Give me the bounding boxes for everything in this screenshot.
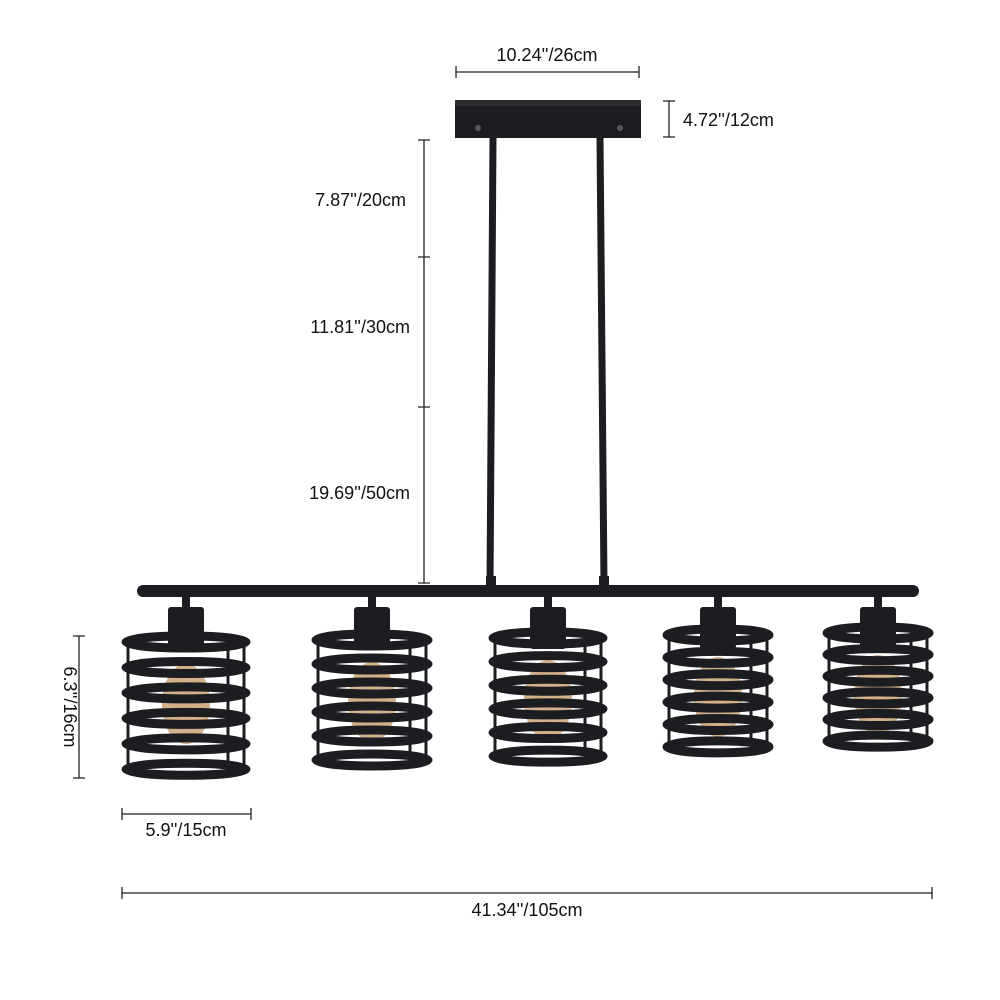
cage-ring <box>311 725 433 747</box>
rod-segment-1-label: 7.87''/20cm <box>315 190 406 210</box>
suspension-rod-left <box>486 137 497 586</box>
rod-segment-3-label: 19.69''/50cm <box>309 483 410 503</box>
cage-ring <box>311 629 433 651</box>
pendant-lamp <box>311 597 433 771</box>
horizontal-bar <box>137 585 919 597</box>
canopy-height-label: 4.72''/12cm <box>683 110 774 130</box>
cage-ring <box>822 622 934 644</box>
total-length-label: 41.34''/105cm <box>472 900 583 920</box>
shade-height-label: 6.3''/16cm <box>60 667 80 748</box>
cage-ring <box>311 749 433 771</box>
cage-ring <box>121 656 251 678</box>
cage-ring <box>488 627 608 649</box>
cage-ring <box>822 665 934 687</box>
cage-ring <box>121 682 251 704</box>
pendant-lamp <box>488 597 608 767</box>
cage-ring <box>662 713 774 735</box>
lamp-group <box>121 597 934 780</box>
shade-width-label: 5.9''/15cm <box>146 820 227 840</box>
cage-ring <box>822 644 934 666</box>
canopy <box>455 100 641 138</box>
cage-ring <box>121 631 251 653</box>
cage-ring <box>662 646 774 668</box>
cage-ring <box>662 669 774 691</box>
cage-ring <box>121 758 251 780</box>
cage-ring <box>822 730 934 752</box>
rod-segment-2-label: 11.81''/30cm <box>310 317 410 337</box>
cage-ring <box>488 722 608 744</box>
pendant-lamp <box>121 597 251 780</box>
cage-ring <box>121 707 251 729</box>
pendant-lamp <box>822 597 934 752</box>
cage-ring <box>662 691 774 713</box>
cage-ring <box>311 677 433 699</box>
cage-ring <box>662 624 774 646</box>
cage-ring <box>488 651 608 673</box>
suspension-rod-right <box>596 137 608 586</box>
cage-ring <box>822 687 934 709</box>
dimension-lines <box>73 66 933 899</box>
cage-ring <box>311 701 433 723</box>
cage-ring <box>488 698 608 720</box>
lamp-socket <box>168 607 204 649</box>
cage-ring <box>488 745 608 767</box>
cage-ring <box>822 709 934 731</box>
canopy-length-label: 10.24''/26cm <box>497 45 598 65</box>
cage-ring <box>488 674 608 696</box>
cage-ring <box>311 653 433 675</box>
cage-ring <box>662 736 774 758</box>
pendant-lamp <box>662 597 774 758</box>
cage-ring <box>121 733 251 755</box>
